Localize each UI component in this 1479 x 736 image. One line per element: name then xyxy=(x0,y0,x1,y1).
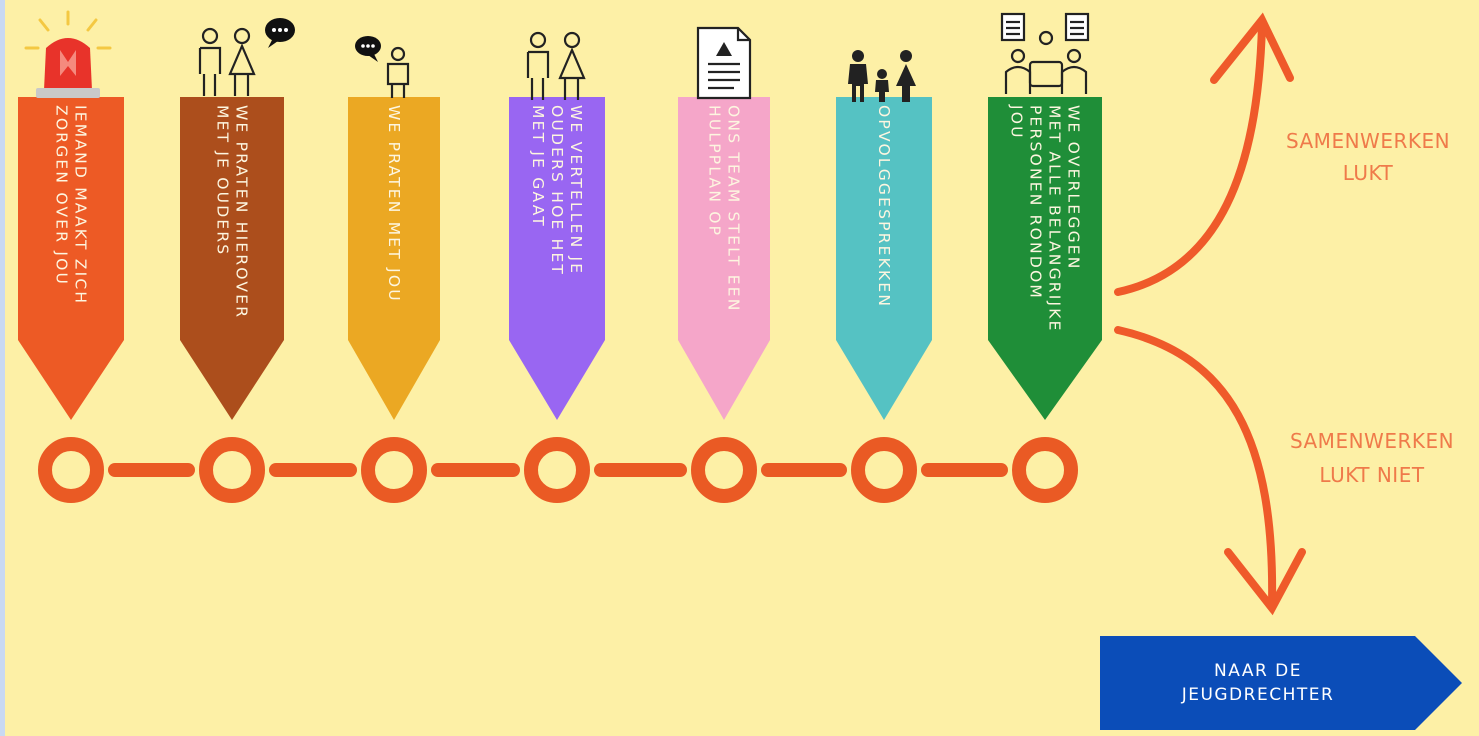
failure-arrow xyxy=(1114,326,1306,616)
timeline-node xyxy=(524,437,590,503)
step-banner-text: WE PRATEN MET JOU xyxy=(385,105,403,303)
success-arrow xyxy=(1114,12,1294,296)
timeline-node xyxy=(199,437,265,503)
step-banner-text: IEMAND MAAKT ZICH xyxy=(72,105,90,305)
step-banner-shape xyxy=(678,97,770,420)
timeline-node xyxy=(361,437,427,503)
court-end-box: NAAR DE JEUGDRECHTER xyxy=(1100,636,1462,730)
step-banner-shape xyxy=(348,97,440,420)
step-banner-text: WE PRATEN HIEROVER xyxy=(233,105,251,319)
step-banner-shape xyxy=(988,97,1102,420)
step-banner-text: MET ALLE BELANGRIJKE xyxy=(1046,105,1064,333)
step-banner-shape xyxy=(836,97,932,420)
step-banner-text: ONS TEAM STELT EEN xyxy=(725,105,743,313)
timeline-node xyxy=(1012,437,1078,503)
step-banner-text: WE OVERLEGGEN xyxy=(1065,105,1083,271)
family-icon xyxy=(848,50,916,102)
success-label-line-2: LUKT xyxy=(1343,161,1394,185)
step-banner: WE PRATEN MET JOU xyxy=(348,97,440,420)
child-talking-icon xyxy=(355,36,410,98)
end-box-line-1: NAAR DE xyxy=(1214,661,1302,681)
failure-label: SAMENWERKEN LUKT NIET xyxy=(1290,429,1454,487)
parents-talking-icon xyxy=(198,18,295,96)
step-banner: OPVOLGGESPREKKEN xyxy=(836,97,932,420)
timeline xyxy=(38,437,1078,503)
left-edge-strip xyxy=(0,0,5,736)
success-label-line-1: SAMENWERKEN xyxy=(1286,129,1450,153)
step-banner-shape xyxy=(180,97,284,420)
step-banner-text: ZORGEN OVER JOU xyxy=(53,105,71,286)
siren-icon xyxy=(24,10,112,98)
step-banner-text: OPVOLGGESPREKKEN xyxy=(875,105,893,308)
step-banner-shape xyxy=(509,97,605,420)
step-banner-text: OUDERS HOE HET xyxy=(548,105,566,276)
timeline-node xyxy=(851,437,917,503)
success-label: SAMENWERKEN LUKT xyxy=(1286,129,1450,185)
failure-label-line-2: LUKT NIET xyxy=(1319,463,1424,487)
step-banner-text: PERSONEN RONDOM xyxy=(1027,105,1045,300)
step-banner-text: MET JE OUDERS xyxy=(214,105,232,256)
step-banner-text: JOU xyxy=(1008,104,1026,140)
step-icons xyxy=(24,10,1090,102)
document-icon xyxy=(696,26,752,100)
failure-label-line-1: SAMENWERKEN xyxy=(1290,429,1454,453)
step-banner-text: MET JE GAAT xyxy=(529,105,547,228)
meeting-icon xyxy=(1000,12,1090,94)
step-banner-shape xyxy=(18,97,124,420)
step-banner-text: WE VERTELLEN JE xyxy=(567,105,585,275)
end-box-line-2: JEUGDRECHTER xyxy=(1181,685,1335,705)
parents-icon xyxy=(526,31,586,100)
timeline-node xyxy=(691,437,757,503)
step-banner-text: HULPPLAN OP xyxy=(706,105,724,237)
timeline-node xyxy=(38,437,104,503)
